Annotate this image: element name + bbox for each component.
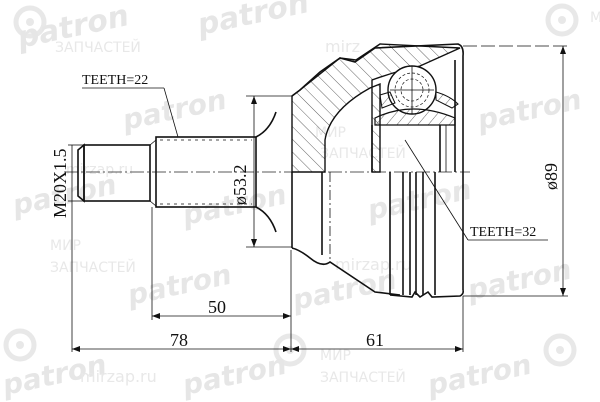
watermark-shop: ЗАПЧАСТЕЙ — [55, 38, 141, 56]
stub-length-label: 78 — [170, 330, 188, 350]
watermark-shop: ЗАПЧАСТЕЙ — [320, 144, 406, 162]
dimension-lines — [68, 45, 568, 352]
watermark-brand: patron — [364, 173, 475, 227]
splined-shaft — [155, 111, 277, 233]
watermark-shop: ЗАПЧАСТЕЙ — [320, 368, 406, 386]
watermark-site: mirzap.ru — [66, 162, 133, 178]
watermark-shop: МИР — [50, 238, 81, 254]
watermark-shop: МИР — [320, 348, 351, 364]
teeth-22-label: TEETH=22 — [82, 73, 148, 88]
watermark-brand: patron — [424, 348, 535, 402]
threaded-end — [77, 139, 157, 207]
watermark-site: mirzap.ru — [80, 367, 157, 386]
watermark-logo-icon — [543, 333, 577, 367]
watermark-brand: patron — [179, 348, 290, 402]
shaft-length-label: 50 — [208, 297, 226, 317]
spline-diameter-label: ø53.2 — [230, 165, 250, 206]
teeth-32-label: TEETH=32 — [470, 225, 536, 240]
watermark-logo-icon — [13, 5, 47, 39]
housing-section — [291, 43, 464, 173]
watermark-brand: patron — [193, 0, 312, 43]
watermark-brand: patron — [464, 253, 575, 307]
outer-diameter-label: ø89 — [541, 163, 561, 190]
watermark-brand: patron — [474, 83, 585, 137]
body-length-label: 61 — [366, 330, 384, 350]
watermark-logo-icon — [3, 328, 37, 362]
watermark-site: mirz — [325, 37, 360, 56]
watermark-shop: ЗАПЧАСТЕЙ — [50, 258, 136, 276]
watermark-shop: МИР — [590, 10, 600, 26]
housing-outline-lower — [291, 172, 464, 299]
watermark-brand: patron — [119, 83, 230, 137]
watermark-site: mirzap.ru — [335, 255, 412, 274]
thread-dimension-label: M20X1.5 — [50, 148, 70, 218]
watermark-logo-icon — [545, 3, 579, 37]
